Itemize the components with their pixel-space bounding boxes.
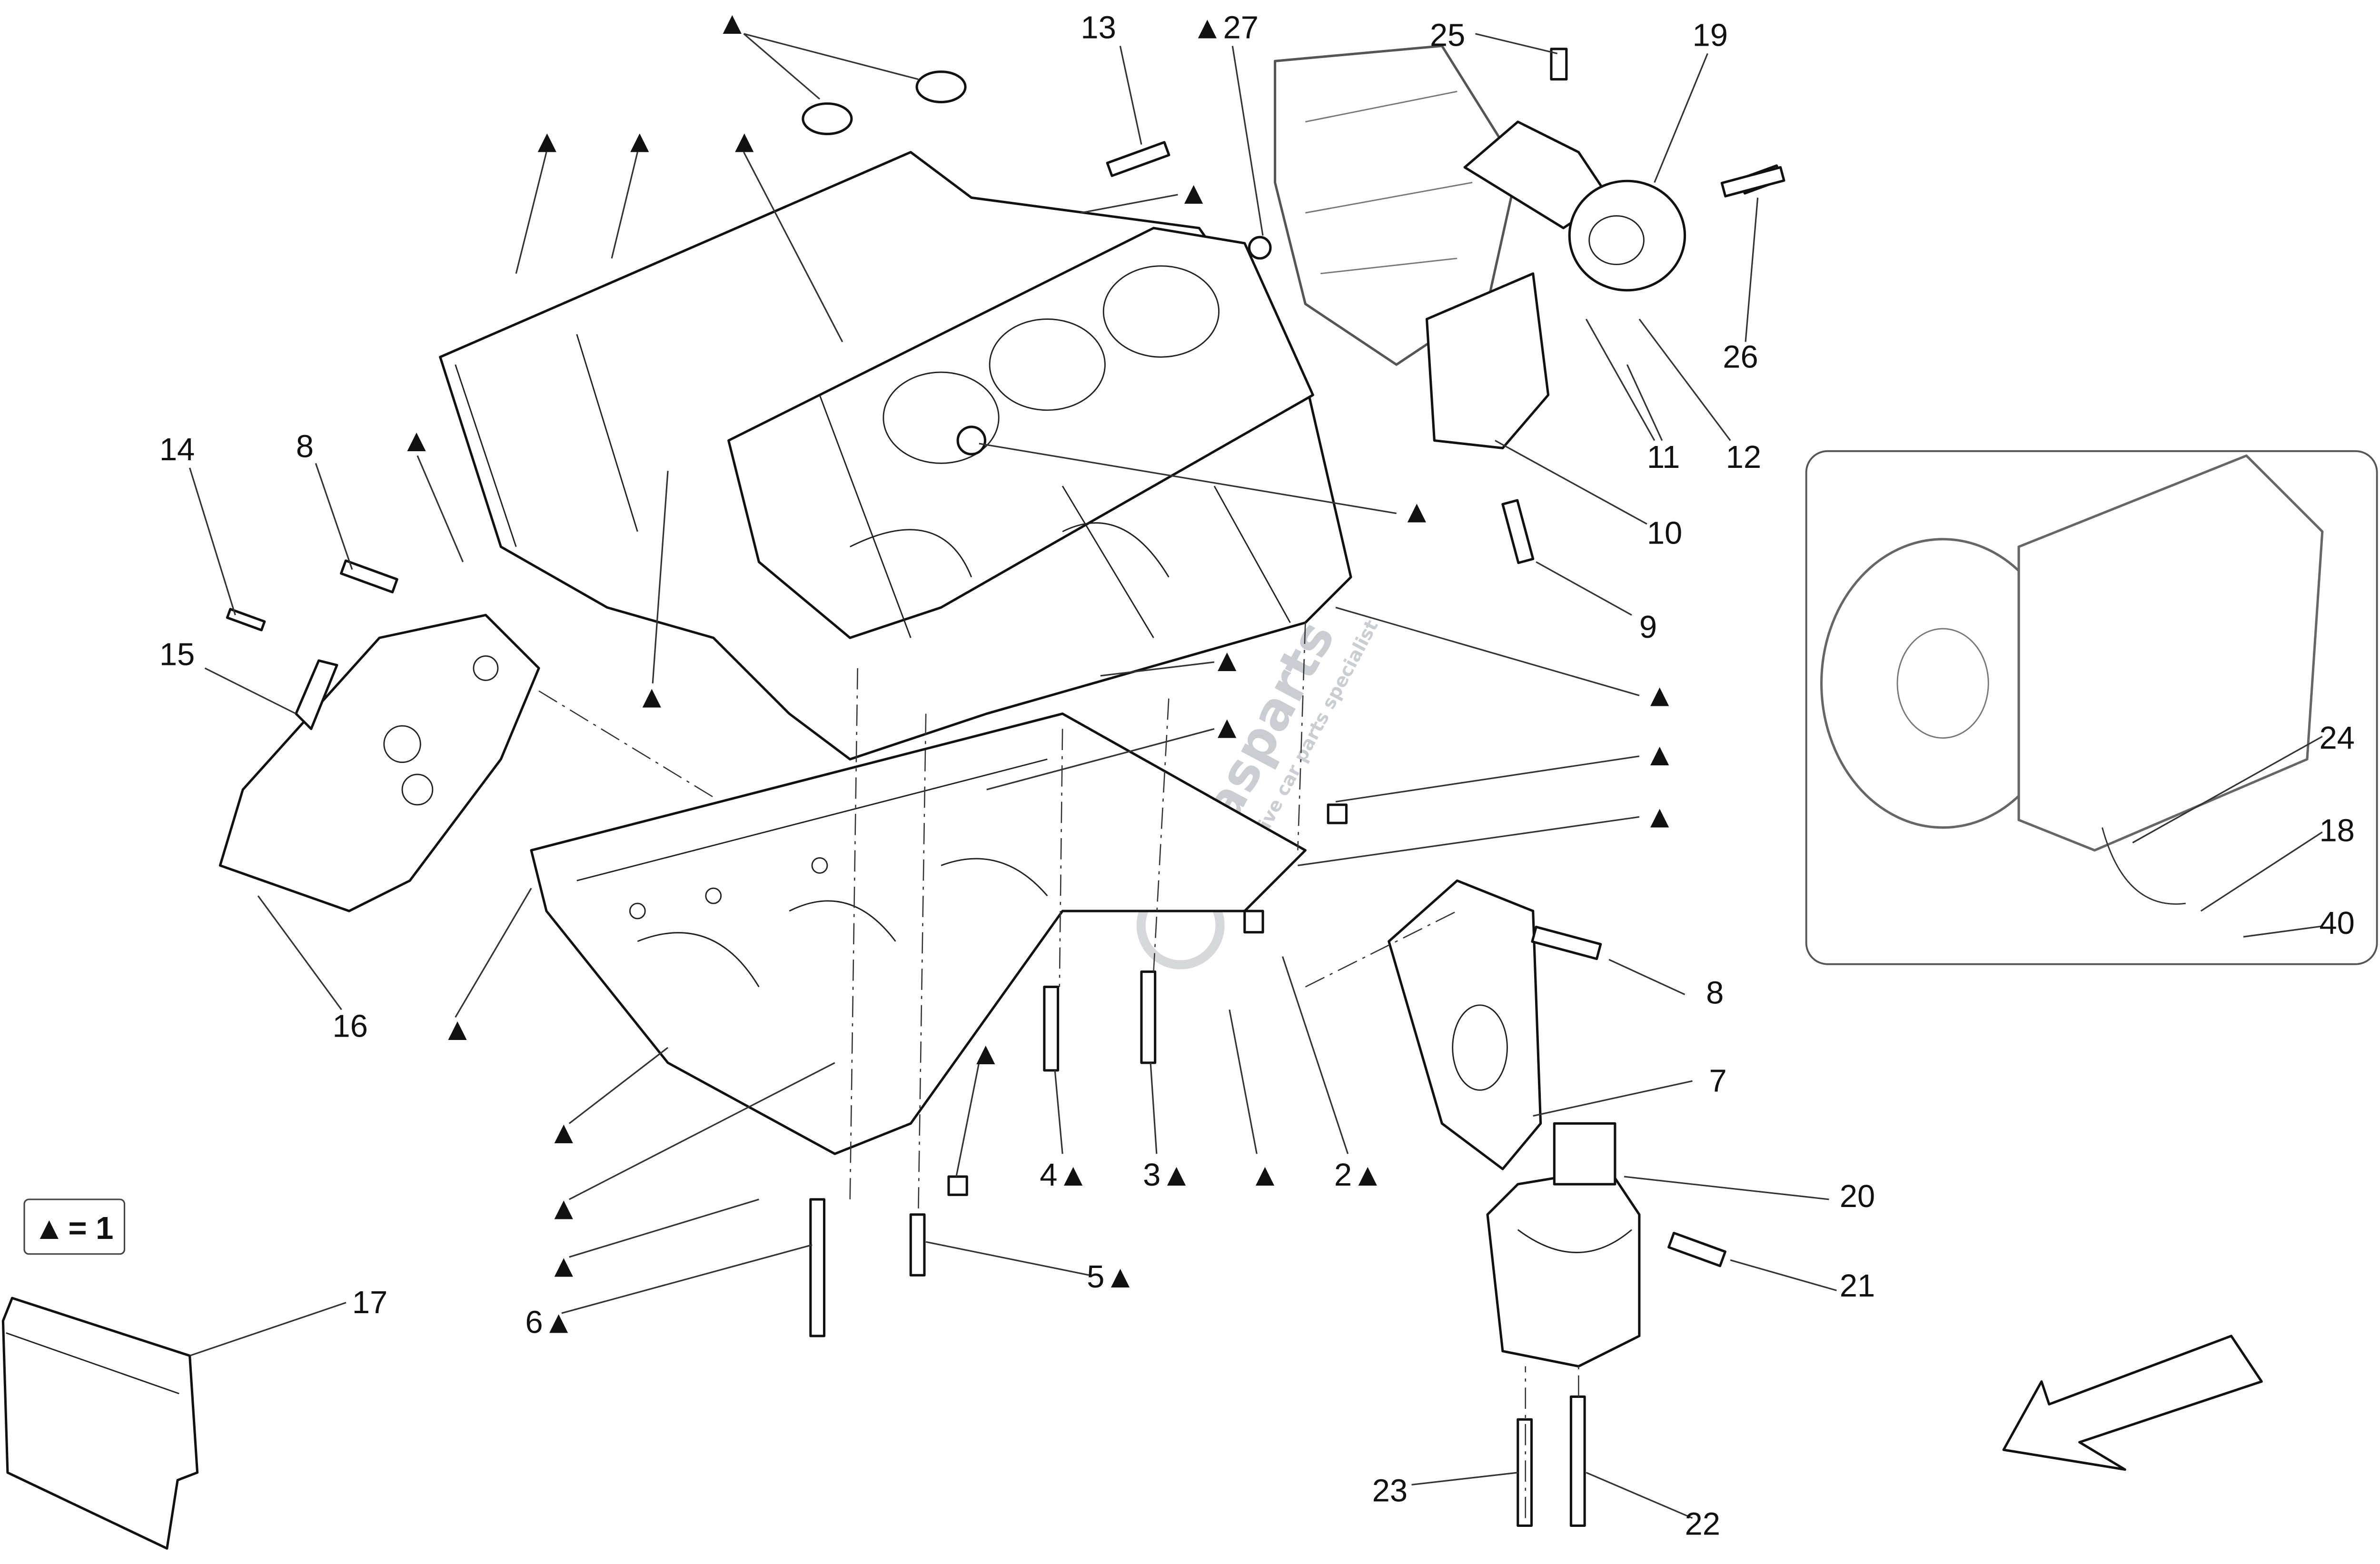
triangle-marker: ▲	[1211, 643, 1243, 678]
leader-lines	[189, 33, 2323, 1519]
triangle-marker: ▲	[1644, 678, 1675, 713]
bedplate	[530, 712, 1307, 1155]
callout-2[interactable]: 2▲	[1334, 1157, 1384, 1193]
triangle-marker: ▲	[1644, 799, 1675, 835]
callout-22[interactable]: 22	[1685, 1506, 1720, 1542]
callout-6[interactable]: 6▲	[525, 1305, 575, 1340]
callout-17[interactable]: 17	[352, 1285, 387, 1320]
triangle-marker: ▲	[729, 124, 760, 159]
legend-symbol: ▲	[33, 1210, 65, 1246]
callout-24[interactable]: 24	[2319, 720, 2354, 756]
transmission-inset	[1805, 450, 2378, 965]
bolts	[802, 70, 1785, 1527]
callout-27[interactable]: ▲27	[1191, 10, 1259, 46]
triangle-marker: ▲	[1211, 710, 1243, 745]
callout-5[interactable]: 5▲	[1087, 1259, 1136, 1295]
triangle-marker: ▲	[1249, 1157, 1280, 1193]
engine-block	[439, 151, 1352, 761]
direction-arrow-icon	[2002, 1335, 2263, 1471]
right-engine-bracket	[1388, 879, 1726, 1368]
triangle-markers: ▲ ▲ ▲ ▲ ▲ ▲ ▲ ▲ ▲ ▲ ▲ ▲ ▲ ▲ ▲ ▲ ▲ ▲ ▲	[401, 5, 1676, 1284]
callout-7[interactable]: 7	[1709, 1063, 1727, 1099]
triangle-marker: ▲	[401, 423, 432, 458]
callout-18[interactable]: 18	[2319, 812, 2354, 848]
triangle-marker: ▲	[531, 124, 563, 159]
triangle-marker: ▲	[636, 679, 667, 715]
callout-14[interactable]: 14	[159, 432, 195, 467]
callout-26[interactable]: 26	[1723, 339, 1758, 375]
guide-lines	[538, 623, 1579, 1518]
left-engine-bracket	[218, 559, 540, 912]
triangle-marker: ▲	[716, 5, 748, 41]
callout-10[interactable]: 10	[1647, 515, 1682, 551]
callout-16[interactable]: 16	[332, 1009, 367, 1044]
triangle-marker: ▲	[1178, 175, 1209, 211]
callout-8[interactable]: 8	[296, 429, 314, 465]
callout-3[interactable]: 3▲	[1143, 1157, 1192, 1193]
legend-text: = 1	[68, 1210, 113, 1246]
sealant-package	[1, 1297, 199, 1550]
engine-mount-arm	[1425, 48, 1783, 564]
triangle-marker: ▲	[548, 1248, 579, 1284]
callout-25[interactable]: 25	[1430, 17, 1465, 53]
callout-13[interactable]: 13	[1081, 10, 1116, 46]
triangle-marker: ▲	[970, 1036, 1002, 1071]
triangle-marker: ▲	[624, 124, 655, 159]
callout-20[interactable]: 20	[1840, 1178, 1875, 1214]
callout-40[interactable]: 40	[2319, 905, 2354, 941]
callout-23[interactable]: 23	[1372, 1473, 1408, 1508]
triangle-marker: ▲	[548, 1190, 579, 1226]
legend-box: ▲ = 1	[23, 1198, 126, 1255]
callout-15[interactable]: 15	[159, 636, 195, 672]
callout-8-right[interactable]: 8	[1706, 975, 1724, 1011]
callout-4[interactable]: 4▲	[1040, 1157, 1089, 1193]
triangle-marker: ▲	[548, 1115, 579, 1150]
callout-11[interactable]: 11	[1647, 439, 1680, 475]
callout-12[interactable]: 12	[1726, 439, 1761, 475]
triangle-marker: ▲	[1644, 737, 1675, 772]
triangle-marker: ▲	[442, 1011, 473, 1047]
callout-labels: 13 ▲27 25 19 26 14 8 11 12 10 9 15 24 18…	[159, 10, 2355, 1542]
callout-21[interactable]: 21	[1840, 1268, 1875, 1304]
callout-9[interactable]: 9	[1639, 609, 1657, 645]
callout-19[interactable]: 19	[1692, 17, 1727, 53]
triangle-marker: ▲	[1401, 494, 1432, 530]
